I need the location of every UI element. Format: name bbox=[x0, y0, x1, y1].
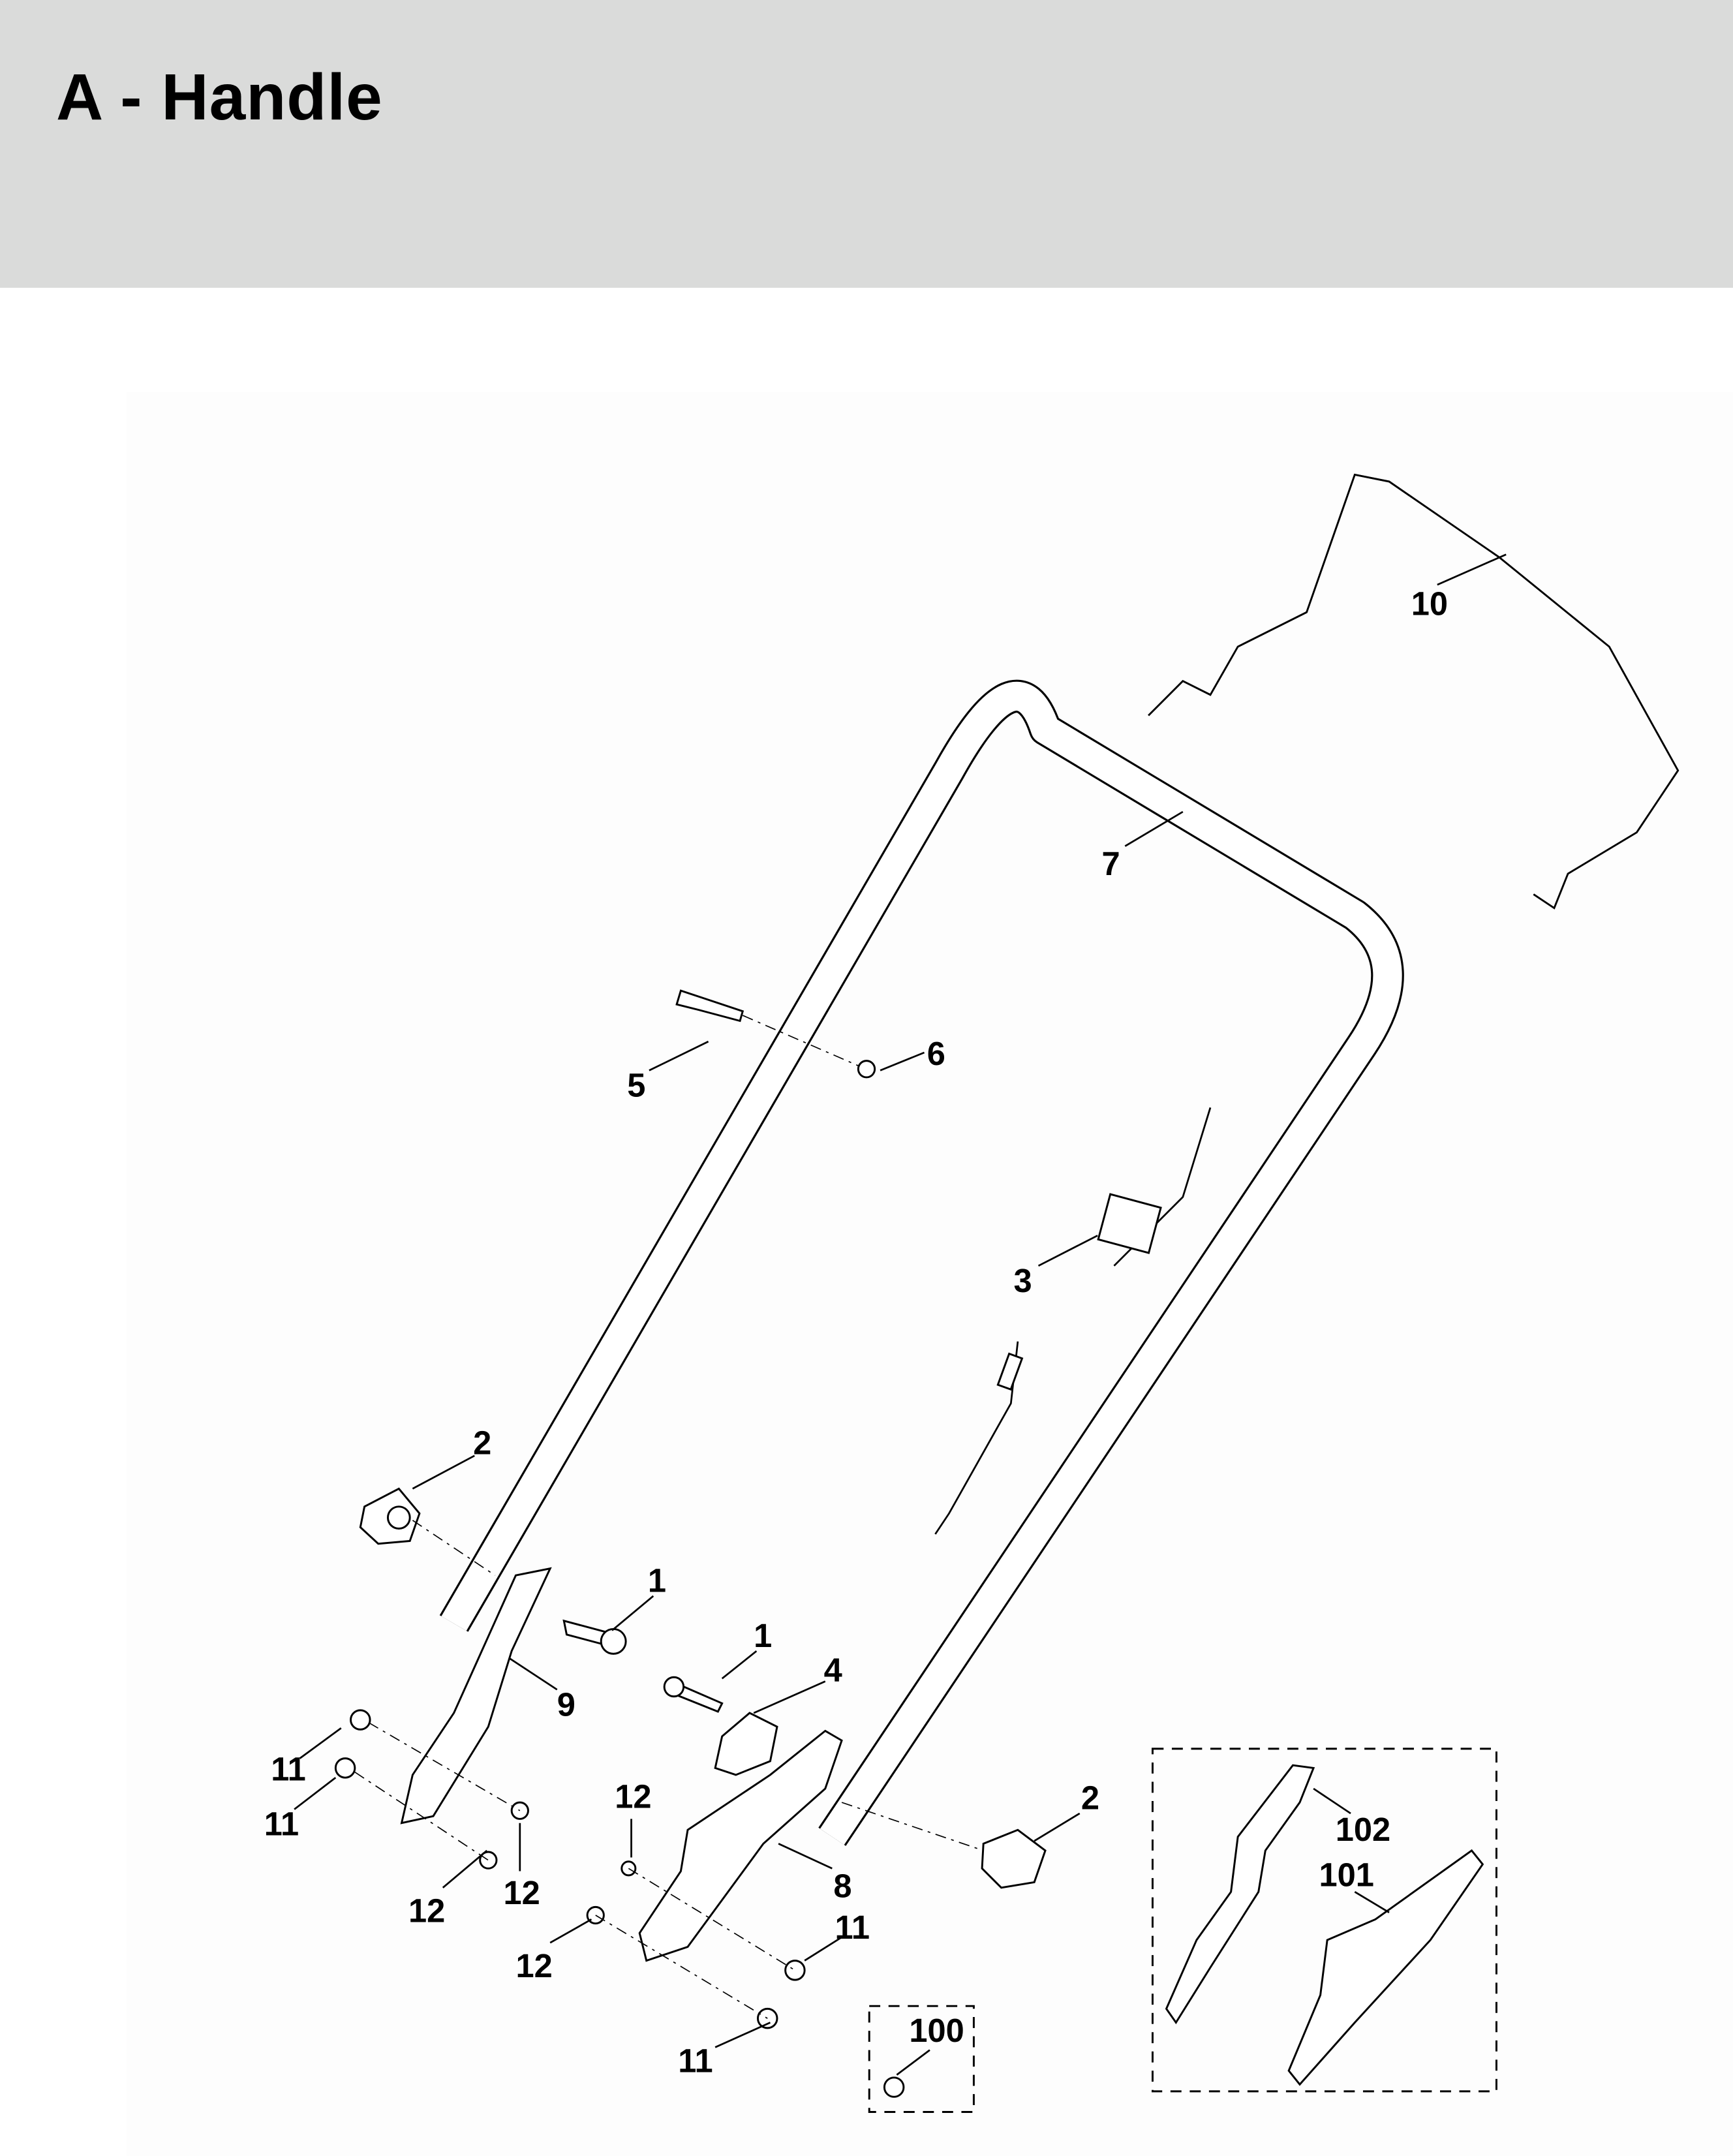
callout-12: 12 bbox=[515, 1947, 552, 1984]
callout-3: 3 bbox=[1014, 1262, 1032, 1299]
kit-box-101-102 bbox=[1151, 1748, 1497, 2093]
callout-11: 11 bbox=[264, 1806, 299, 1843]
callout-102: 102 bbox=[1336, 1811, 1390, 1848]
cable-clip bbox=[1097, 1193, 1162, 1254]
callout-2: 2 bbox=[473, 1424, 491, 1462]
callout-11: 11 bbox=[678, 2042, 713, 2079]
handle-tube bbox=[439, 679, 1404, 1846]
callout-100: 100 bbox=[909, 2012, 964, 2049]
callout-7: 7 bbox=[1101, 845, 1120, 882]
knob-right bbox=[981, 1828, 1047, 1889]
callout-12: 12 bbox=[504, 1874, 540, 1911]
bracket-9 bbox=[400, 1567, 552, 1825]
callout-12: 12 bbox=[408, 1892, 445, 1930]
callout-6: 6 bbox=[927, 1035, 945, 1072]
callout-1: 1 bbox=[648, 1562, 666, 1599]
latch-4 bbox=[714, 1712, 778, 1776]
callout-12: 12 bbox=[615, 1778, 651, 1815]
bracket-102 bbox=[1165, 1764, 1315, 2025]
callout-5: 5 bbox=[627, 1066, 645, 1103]
nut-6 bbox=[857, 1060, 876, 1079]
drawing-area bbox=[126, 392, 1733, 2156]
page-title: A - Handle bbox=[56, 61, 383, 134]
bolt-5 bbox=[675, 989, 744, 1023]
bracket-101 bbox=[1287, 1849, 1484, 2086]
callout-2: 2 bbox=[1081, 1779, 1099, 1817]
callout-1: 1 bbox=[754, 1617, 772, 1654]
callout-101: 101 bbox=[1319, 1856, 1374, 1894]
fasteners bbox=[334, 1709, 905, 2098]
callout-4: 4 bbox=[824, 1652, 842, 1689]
leader-lines bbox=[294, 553, 1507, 2076]
bracket-8 bbox=[638, 1729, 843, 1962]
callout-11: 11 bbox=[271, 1750, 305, 1787]
callout-9: 9 bbox=[557, 1686, 575, 1723]
callout-10: 10 bbox=[1411, 585, 1448, 622]
kit-box-100 bbox=[868, 2005, 975, 2114]
callout-11: 11 bbox=[835, 1909, 870, 1946]
callout-8: 8 bbox=[833, 1868, 851, 1905]
page-header: A - Handle bbox=[0, 0, 1733, 288]
